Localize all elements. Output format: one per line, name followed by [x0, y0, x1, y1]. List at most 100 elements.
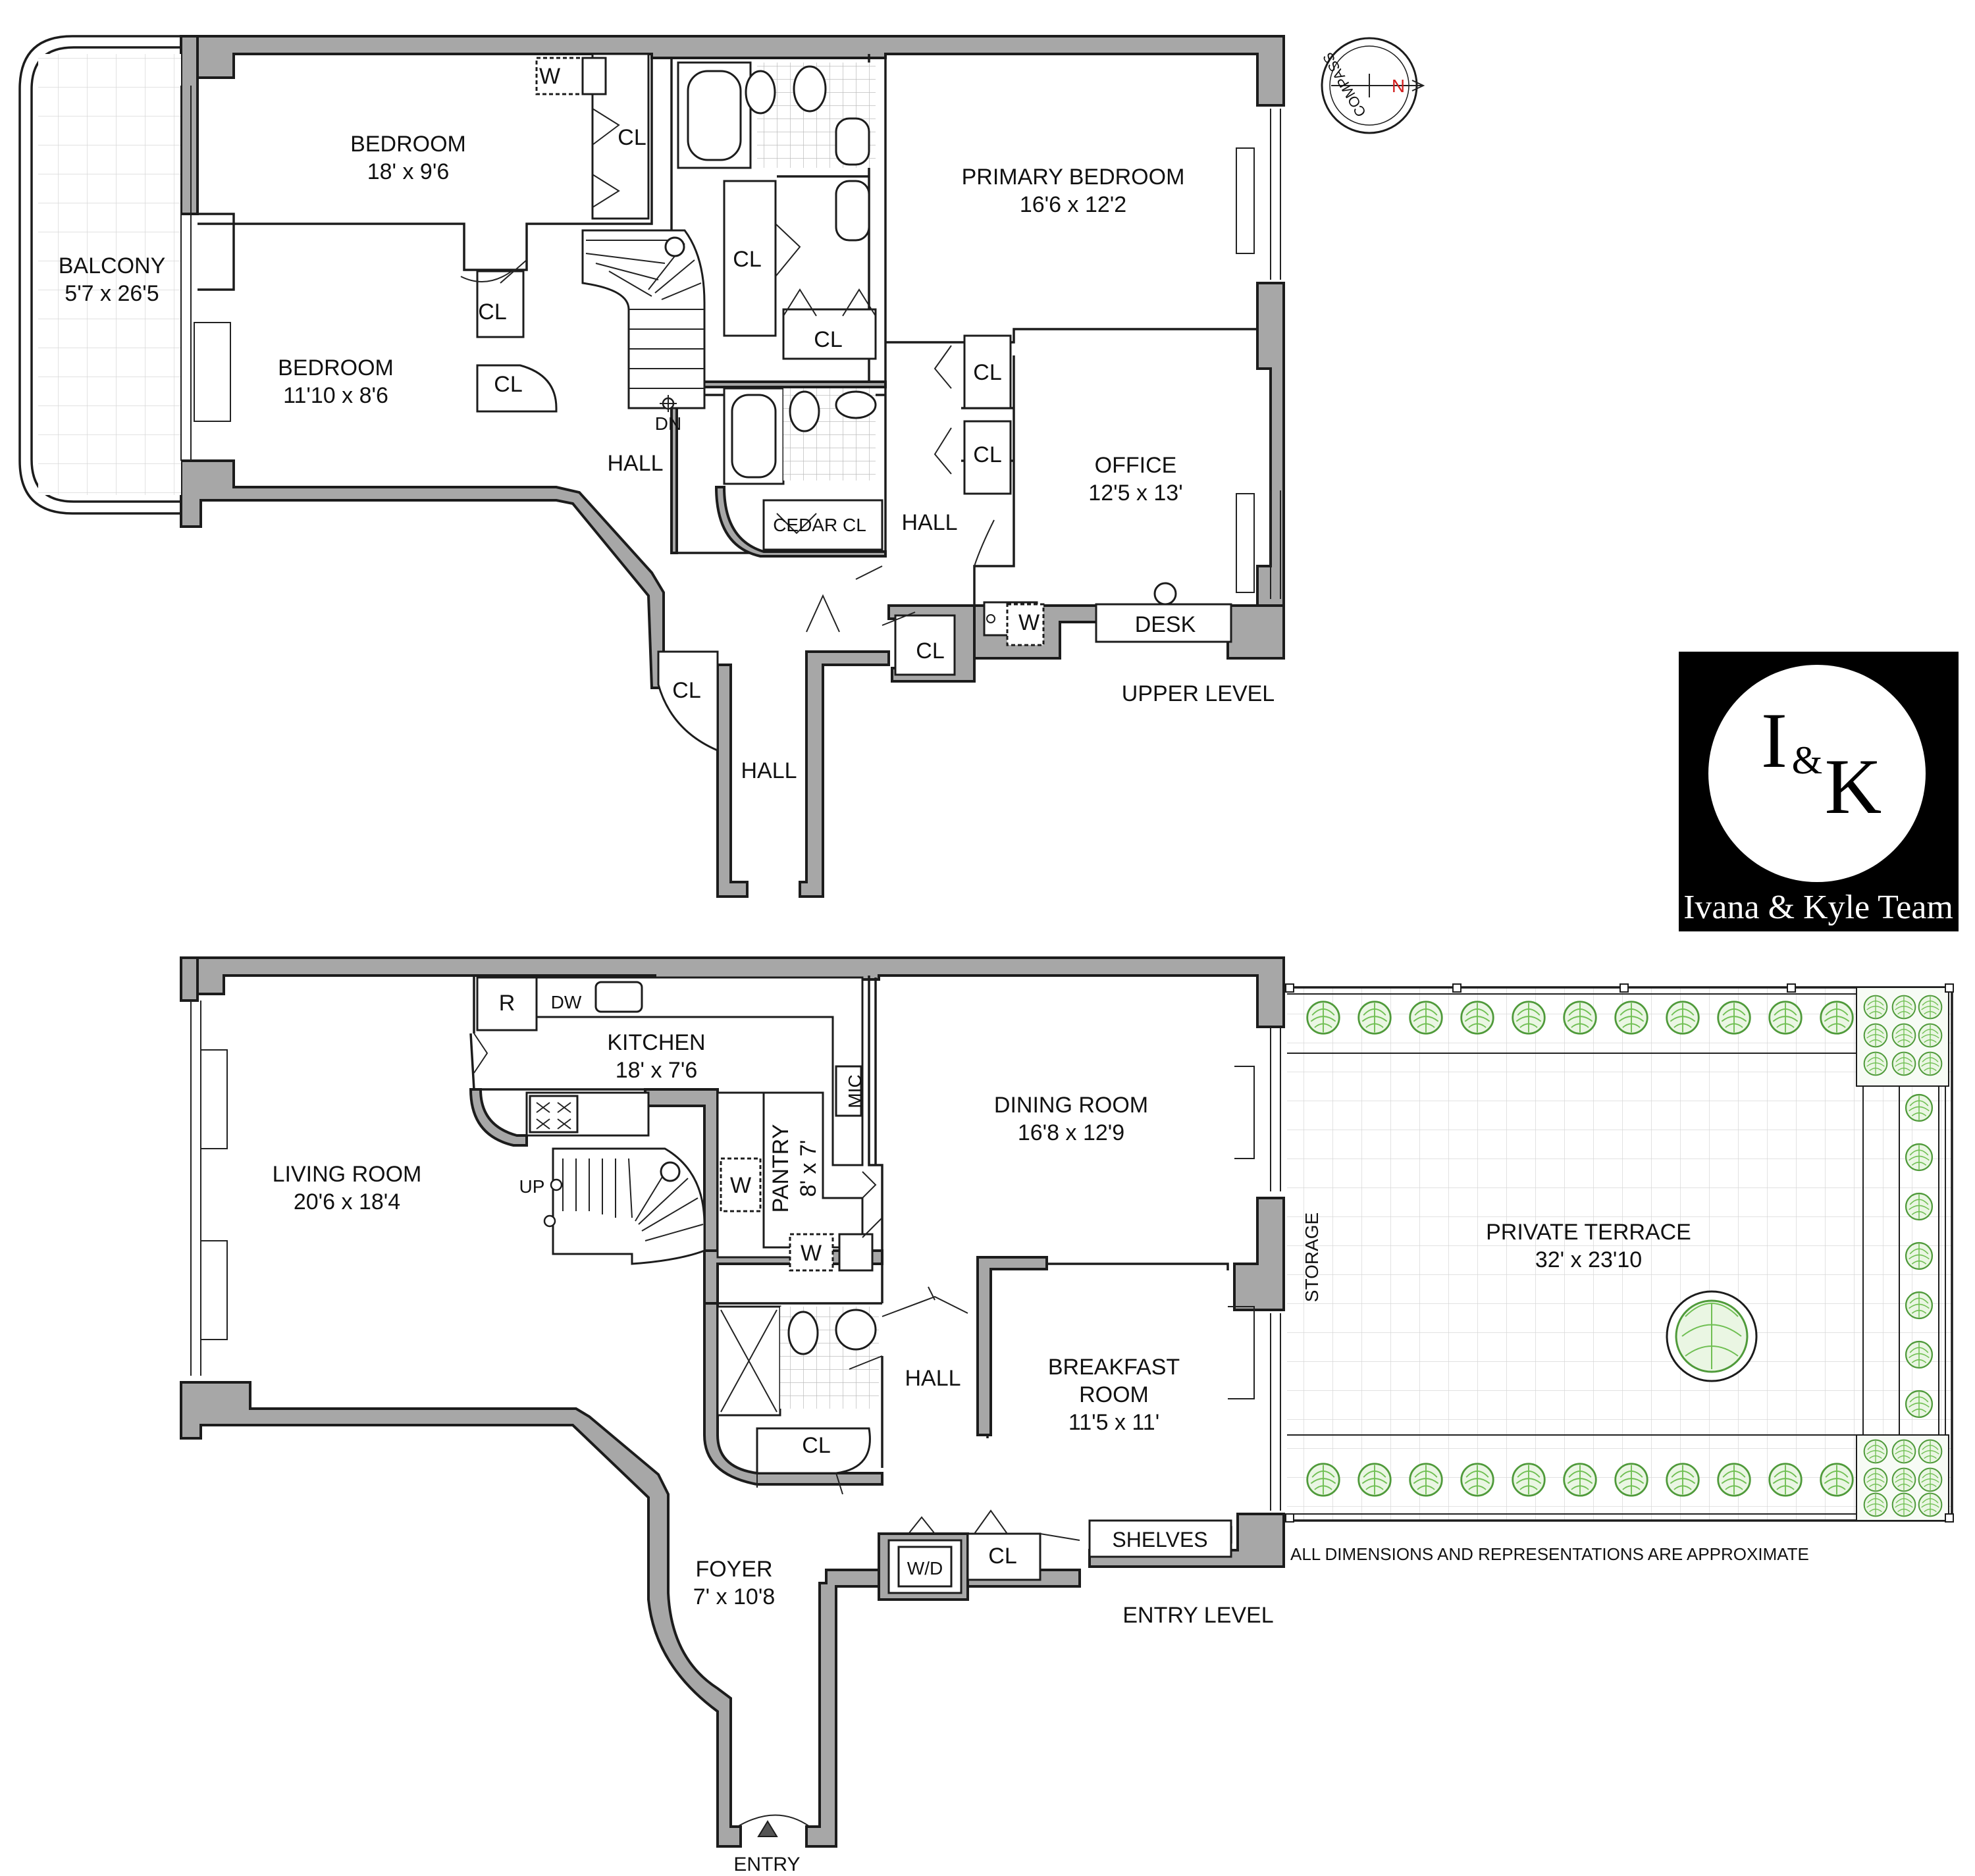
- entry-windows: [190, 1001, 1281, 1511]
- closet-label: CL: [733, 247, 761, 272]
- logo-team-name: Ivana & Kyle Team: [1683, 889, 1953, 926]
- dishwasher-label: DW: [551, 992, 582, 1012]
- compass-needle-icon: [1331, 74, 1425, 97]
- upper-bathroom-hall: [723, 387, 877, 485]
- upper-outer-wall-right: [1256, 282, 1285, 660]
- pantry-fixtures: [716, 1091, 874, 1272]
- kitchen-fixtures: [476, 976, 864, 1166]
- microwave-label: MIC: [845, 1074, 865, 1108]
- washer-dryer-label: W/D: [907, 1558, 943, 1578]
- upper-level-label: UPPER LEVEL: [1122, 681, 1275, 706]
- entry-outer-wall-left-bottom: [180, 1381, 742, 1848]
- entry-door-swings: [473, 1033, 1080, 1827]
- dining-room-name: DINING ROOM: [994, 1093, 1148, 1118]
- logo-initial-left: I: [1761, 696, 1787, 784]
- living-room-name: LIVING ROOM: [273, 1162, 422, 1187]
- bedroom2-dims: 11'10 x 8'6: [283, 383, 388, 408]
- upper-level: [18, 35, 1285, 898]
- logo-ampersand: &: [1792, 739, 1823, 782]
- closet-label: CL: [814, 327, 842, 352]
- stairs-up-label: UP: [519, 1176, 545, 1197]
- hall-label: HALL: [607, 451, 663, 476]
- kitchen-dims: 18' x 7'6: [616, 1058, 698, 1083]
- entry-kitchen-wall-round: [469, 1088, 528, 1147]
- upper-cedar-wall: [714, 486, 887, 558]
- entry-level-label: ENTRY LEVEL: [1122, 1603, 1273, 1628]
- closet-label: CL: [802, 1433, 830, 1458]
- hall-label: HALL: [901, 510, 957, 535]
- primary-bedroom-dims: 16'6 x 12'2: [1020, 192, 1126, 217]
- upper-outer-wall-left-top: [180, 35, 199, 215]
- bedroom1-dims: 18' x 9'6: [367, 159, 450, 184]
- entry-level: [180, 956, 1954, 1848]
- entry-outer-wall-right: [1233, 1197, 1285, 1311]
- entry-label: ENTRY: [733, 1854, 800, 1875]
- office-name: OFFICE: [1095, 453, 1177, 478]
- compass-north: N: [1392, 76, 1405, 96]
- entry-dining-partition: [976, 1256, 1048, 1436]
- breakfast-room-name-2: ROOM: [1079, 1382, 1149, 1407]
- storage-label: STORAGE: [1302, 1212, 1322, 1302]
- upper-level-labels: BEDROOM 18' x 9'6 BEDROOM 11'10 x 8'6 BA…: [59, 64, 1275, 783]
- refrigerator-label: R: [499, 991, 515, 1016]
- private-terrace: [1285, 983, 1954, 1523]
- washer-label: W: [539, 64, 560, 89]
- ivana-kyle-logo: I & K Ivana & Kyle Team: [1679, 652, 1959, 931]
- living-room-dims: 20'6 x 18'4: [294, 1189, 400, 1214]
- hall-label: HALL: [905, 1366, 961, 1391]
- closet-label: CL: [672, 678, 700, 703]
- balcony-name: BALCONY: [59, 253, 166, 278]
- bedroom1-name: BEDROOM: [350, 132, 466, 157]
- entry-stairs: [543, 1147, 706, 1265]
- closet-label: CL: [494, 372, 522, 397]
- entry-outer-wall-left-top: [180, 956, 199, 1002]
- breakfast-room-dims: 11'5 x 11': [1068, 1410, 1159, 1435]
- upper-windows: [194, 109, 1281, 599]
- balcony: [18, 35, 192, 515]
- office-dims: 12'5 x 13': [1088, 481, 1182, 506]
- closet-label: CL: [973, 442, 1001, 467]
- office-furniture: [535, 57, 1232, 646]
- entry-outer-wall-foyer-right: [805, 1569, 1081, 1848]
- cedar-closet-label: CEDAR CL: [773, 515, 866, 535]
- bedroom2-name: BEDROOM: [278, 355, 394, 380]
- foyer-name: FOYER: [695, 1557, 772, 1582]
- closet-label: CL: [973, 360, 1001, 385]
- upper-closets: [476, 53, 1012, 752]
- balcony-dims: 5'7 x 26'5: [65, 281, 159, 306]
- closet-label: CL: [478, 300, 506, 325]
- pantry-dims: 8' x 7': [796, 1140, 821, 1197]
- stairs-down-label: DN: [655, 413, 681, 434]
- upper-door-swings: [460, 108, 995, 633]
- upper-outer-wall-hall-left: [716, 664, 749, 898]
- logo-initial-right: K: [1825, 743, 1882, 830]
- pantry-name: PANTRY: [768, 1124, 793, 1213]
- kitchen-name: KITCHEN: [607, 1030, 705, 1055]
- dining-room-dims: 16'8 x 12'9: [1018, 1120, 1124, 1145]
- compass: N COMPASS: [1319, 37, 1425, 134]
- washer-label: W: [730, 1173, 751, 1198]
- terrace-rail-posts: [1285, 983, 1954, 1523]
- entry-bath-wall: [703, 1302, 883, 1486]
- primary-bedroom-name: PRIMARY BEDROOM: [962, 165, 1185, 190]
- closet-label: CL: [988, 1544, 1016, 1569]
- closet-label: CL: [916, 638, 944, 664]
- washer-label: W: [1018, 610, 1040, 635]
- upper-outer-wall-top: [181, 35, 1285, 107]
- washer-label: W: [801, 1241, 822, 1266]
- shelves-label: SHELVES: [1112, 1528, 1207, 1551]
- terrace-tree-planter: [1666, 1290, 1758, 1382]
- closet-label: CL: [618, 125, 646, 150]
- upper-bathroom-primary: [677, 61, 876, 242]
- desk-label: DESK: [1135, 612, 1196, 637]
- disclaimer: ALL DIMENSIONS AND REPRESENTATIONS ARE A…: [1290, 1544, 1809, 1564]
- upper-stairs: [581, 229, 706, 412]
- entry-bathroom: [716, 1305, 879, 1474]
- entry-level-labels: LIVING ROOM 20'6 x 18'4 KITCHEN 18' x 7'…: [273, 991, 1809, 1875]
- terrace-name: PRIVATE TERRACE: [1486, 1220, 1691, 1245]
- entry-arrow-icon: [757, 1820, 778, 1837]
- hall-label: HALL: [741, 758, 797, 783]
- foyer-dims: 7' x 10'8: [693, 1584, 776, 1609]
- upper-outer-wall-hall-right: [799, 650, 890, 898]
